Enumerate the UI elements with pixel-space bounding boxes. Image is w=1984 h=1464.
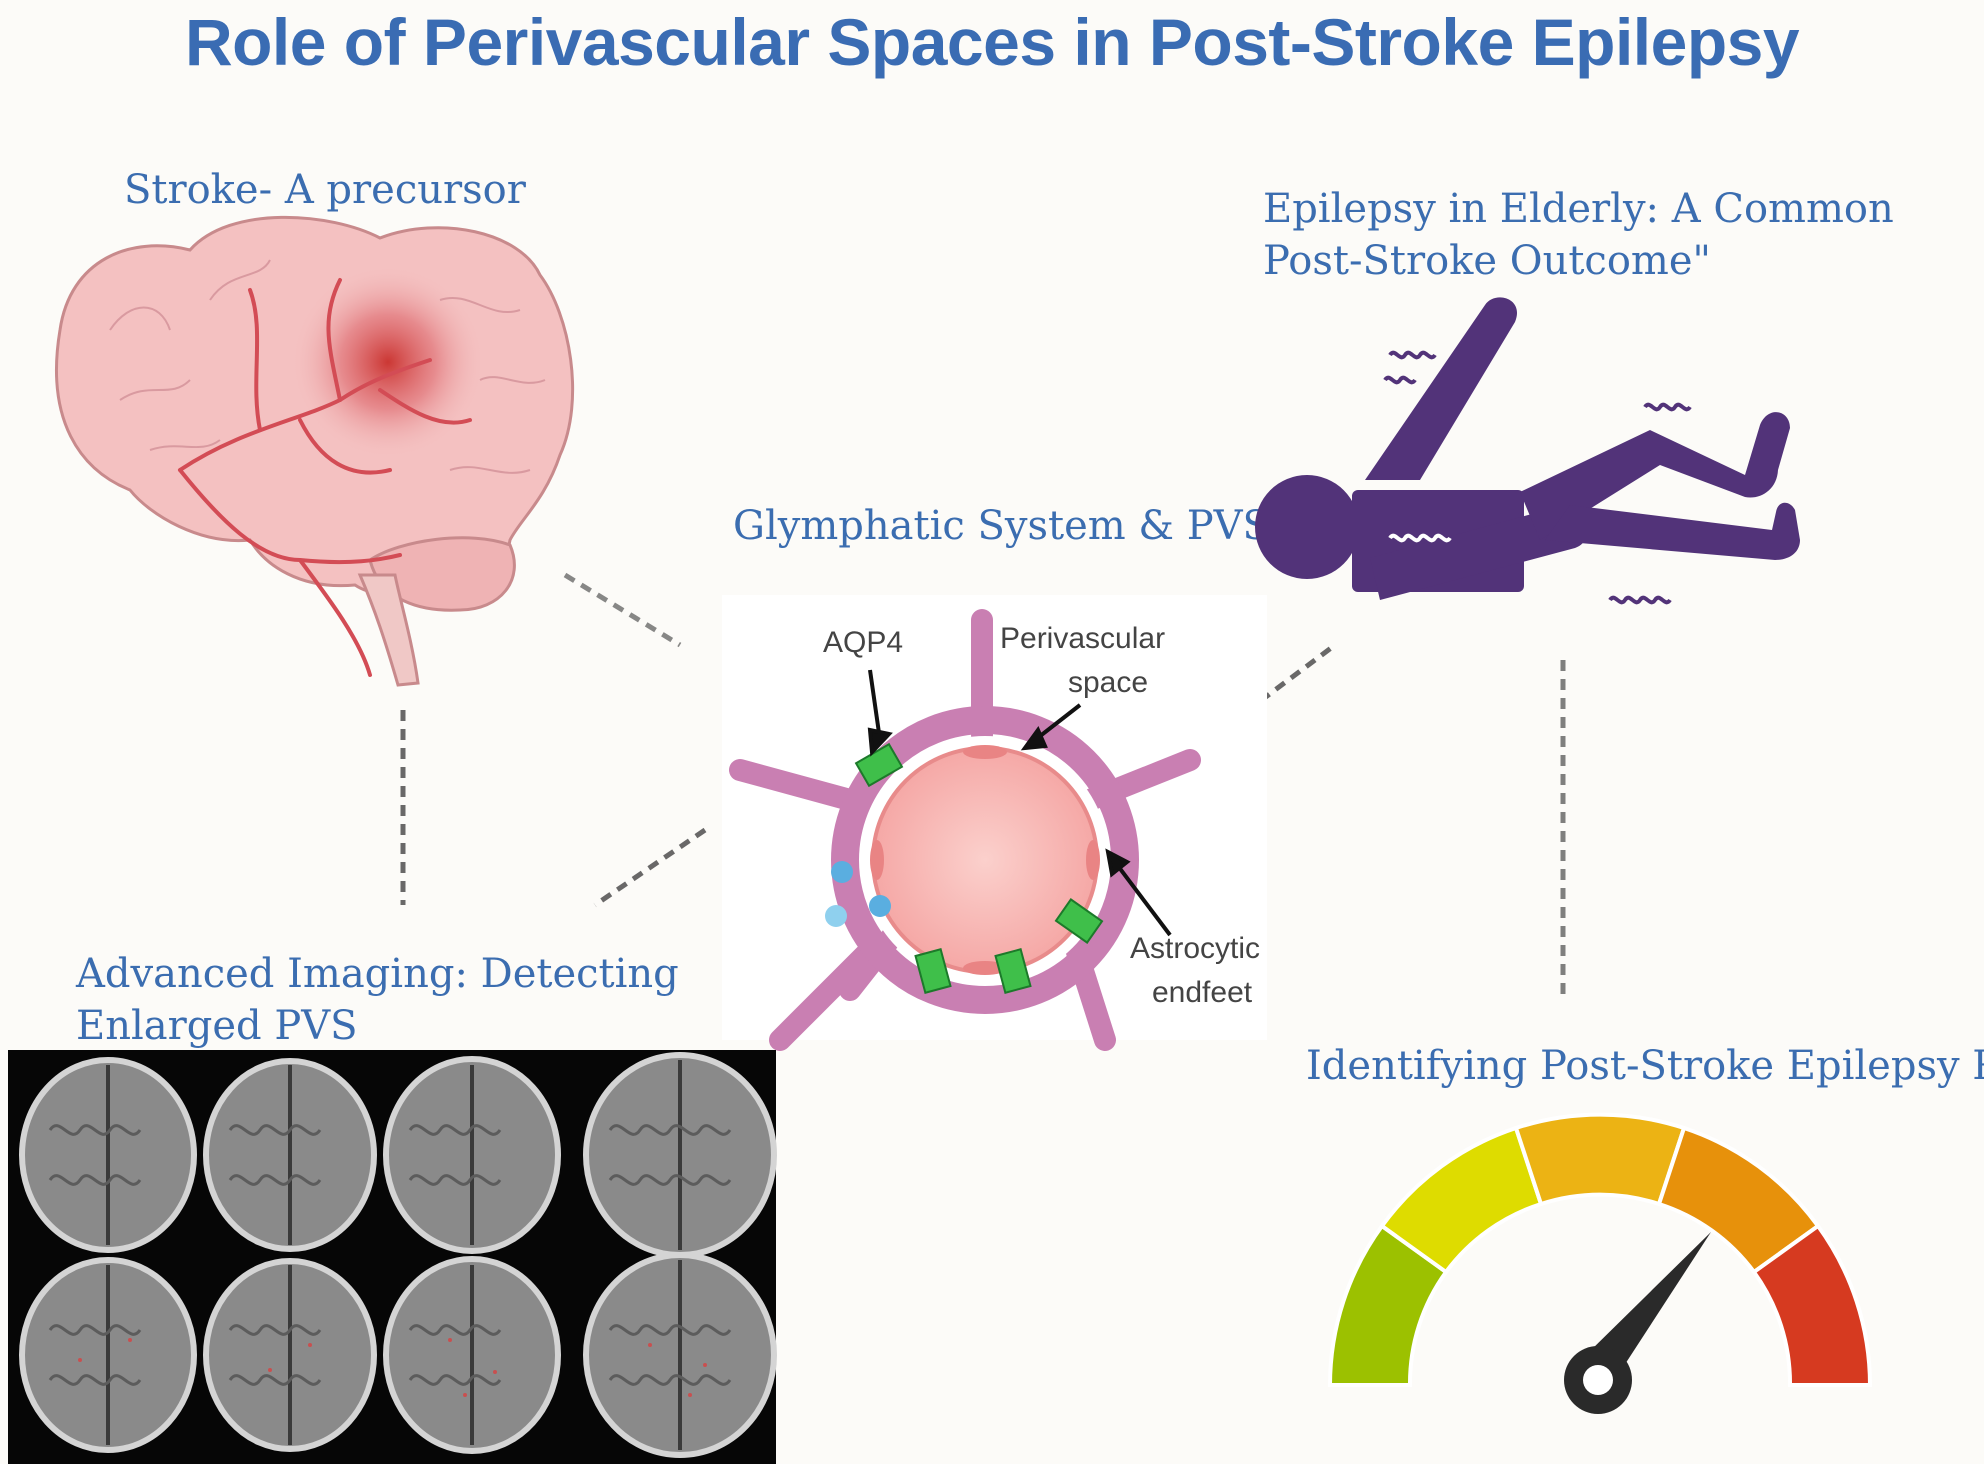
pvs-diagram: AQP4 Perivascular space Astrocytic endfe… xyxy=(722,595,1267,1051)
astrocytic-label-line2: endfeet xyxy=(1152,976,1253,1009)
gauge-needle-icon xyxy=(1564,1232,1711,1414)
aqp4-label: AQP4 xyxy=(823,626,903,659)
mri-midlines xyxy=(106,1060,682,1450)
endothelial-cells xyxy=(870,745,1100,975)
perivascular-label-line2: space xyxy=(1068,666,1148,699)
risk-gauge xyxy=(1327,1112,1873,1387)
figure-lower-leg xyxy=(1545,502,1800,560)
brain-arteries xyxy=(178,278,472,677)
brain-stem xyxy=(357,573,420,687)
seizure-shake-marks xyxy=(1383,350,1692,605)
epilepsy-label-line2: Post-Stroke Outcome" xyxy=(1263,238,1711,284)
mri-gyri xyxy=(48,1124,732,1386)
glymphatic-label: Glymphatic System & PVS xyxy=(733,503,1270,549)
gauge-segment-high xyxy=(1751,1223,1873,1387)
astrocytic-label-line1: Astrocytic xyxy=(1130,932,1260,965)
aqp4-channels xyxy=(854,742,1104,994)
risk-label: Identifying Post-Stroke Epilepsy Risk xyxy=(1306,1043,1984,1089)
epilepsy-label-line1: Epilepsy in Elderly: A Common xyxy=(1263,186,1894,232)
figure-lower-arm xyxy=(1370,504,1589,600)
vessel-lumen xyxy=(871,746,1099,974)
brain-cerebellum xyxy=(368,536,516,612)
connector-glymphatic-imaging xyxy=(593,827,707,908)
brain-folds xyxy=(109,259,546,474)
mri-pvs-markers xyxy=(78,1338,707,1397)
mri-panel xyxy=(8,1050,777,1464)
solute-particles xyxy=(825,861,891,927)
stroke-lesion xyxy=(293,267,483,457)
imaging-label-line2: Enlarged PVS xyxy=(76,1003,358,1049)
figure-head xyxy=(1255,475,1359,579)
brain-illustration xyxy=(55,215,575,687)
imaging-label-line1: Advanced Imaging: Detecting xyxy=(76,951,679,997)
figure-raised-arm xyxy=(1365,297,1518,480)
gauge-segment-moderate xyxy=(1513,1112,1687,1207)
stroke-label: Stroke- A precursor xyxy=(124,167,526,213)
perivascular-label-line1: Perivascular xyxy=(1000,622,1165,655)
connector-stroke-glymphatic xyxy=(563,572,682,648)
page-title: Role of Perivascular Spaces in Post-Stro… xyxy=(184,5,1800,79)
pvs-arrows xyxy=(867,669,1172,937)
seizure-figure-icon xyxy=(1255,297,1800,600)
